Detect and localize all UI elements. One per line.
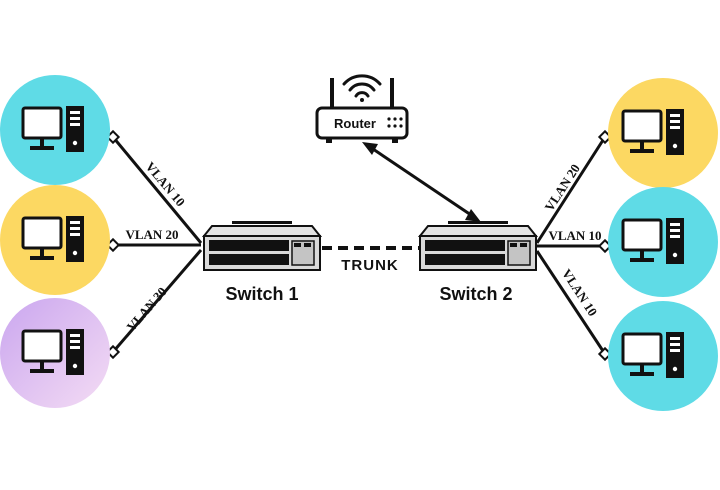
- vlan-label-right-2: VLAN 10: [548, 228, 601, 243]
- computer-node-right-1: [608, 78, 718, 188]
- computer-node-right-2: [608, 187, 718, 297]
- router-link: [362, 142, 481, 222]
- computer-node-left-2: [0, 185, 110, 295]
- network-switch-icon: [419, 220, 537, 271]
- link-vlan10-right-bottom: [535, 250, 607, 355]
- switch-1: Switch 1: [203, 220, 321, 304]
- right-vlan-labels: VLAN 20 VLAN 10 VLAN 10: [541, 161, 601, 319]
- switch-2-label: Switch 2: [439, 284, 512, 304]
- wifi-icon: [342, 74, 382, 102]
- link-vlan20-right: [535, 136, 607, 244]
- computer-node-left-1: [0, 75, 110, 185]
- right-links: [535, 136, 607, 355]
- router-label: Router: [334, 116, 376, 131]
- link-vlan10-left: [111, 136, 203, 244]
- switch-2: Switch 2: [419, 220, 537, 304]
- link-vlan30-left: [111, 249, 203, 353]
- switch-1-label: Switch 1: [225, 284, 298, 304]
- vlan-label-left-3: VLAN 30: [124, 284, 170, 334]
- router-icon: [315, 78, 409, 143]
- link-endpoints: [105, 129, 613, 362]
- router: Router: [315, 74, 409, 143]
- trunk-label: TRUNK: [341, 257, 399, 274]
- computer-node-left-3: [0, 298, 110, 408]
- network-switch-icon: [203, 220, 321, 271]
- vlan-label-left-2: VLAN 20: [125, 227, 178, 242]
- left-links: [111, 136, 203, 353]
- computer-node-right-3: [608, 301, 718, 411]
